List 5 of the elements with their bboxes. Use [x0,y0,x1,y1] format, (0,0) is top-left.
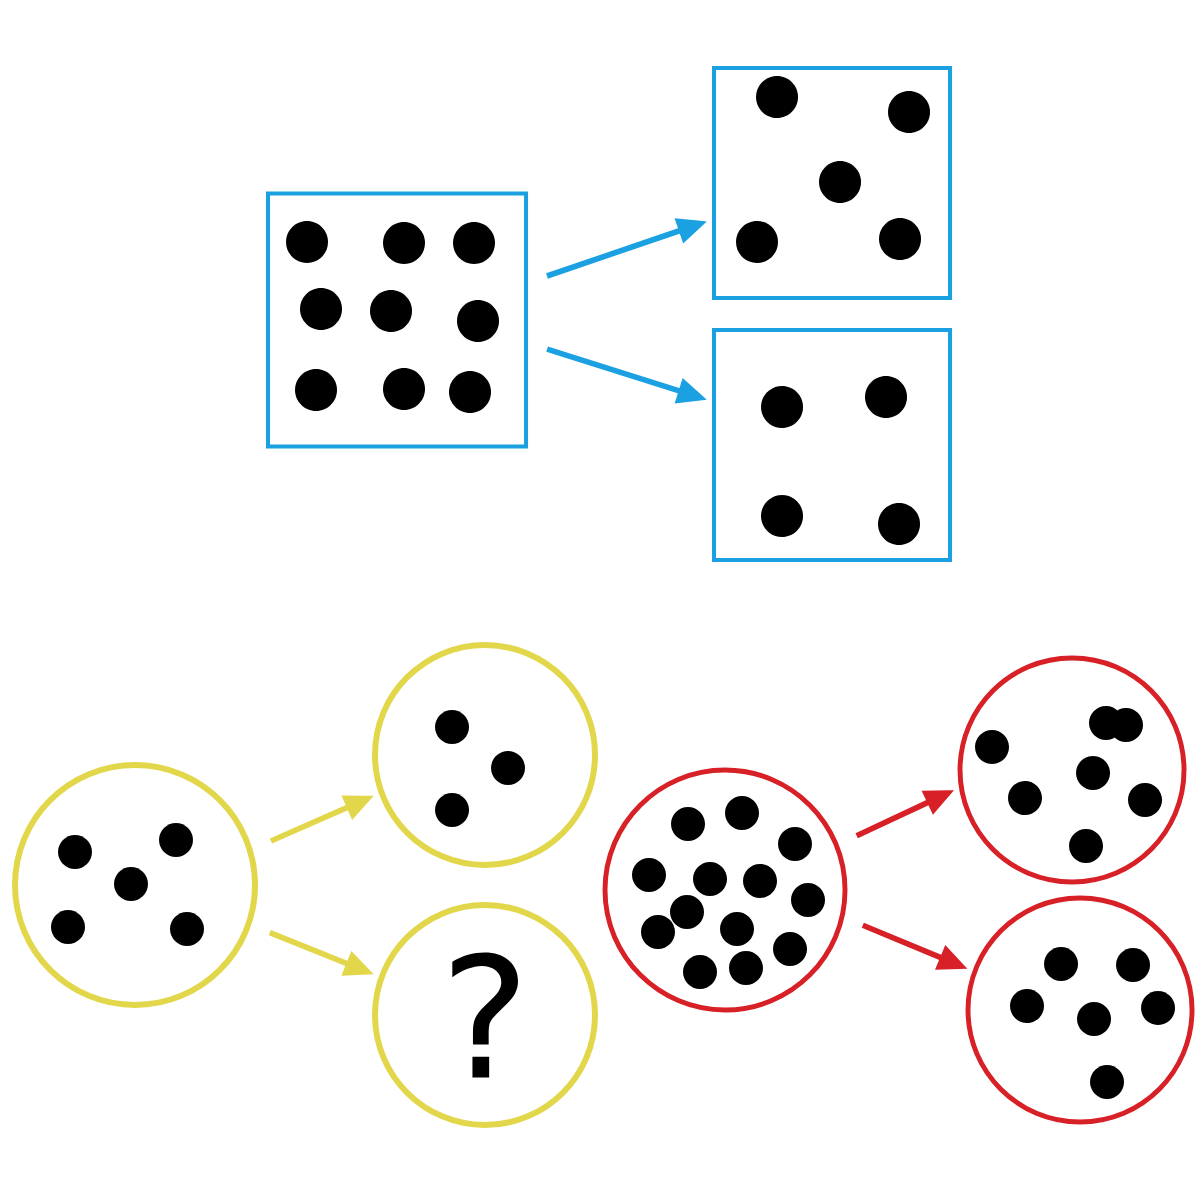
dot-circle [372,642,598,868]
dot-circle [965,895,1195,1125]
dot-circle [12,762,258,1008]
dot-circle [602,767,848,1013]
dot-circle [957,655,1187,885]
